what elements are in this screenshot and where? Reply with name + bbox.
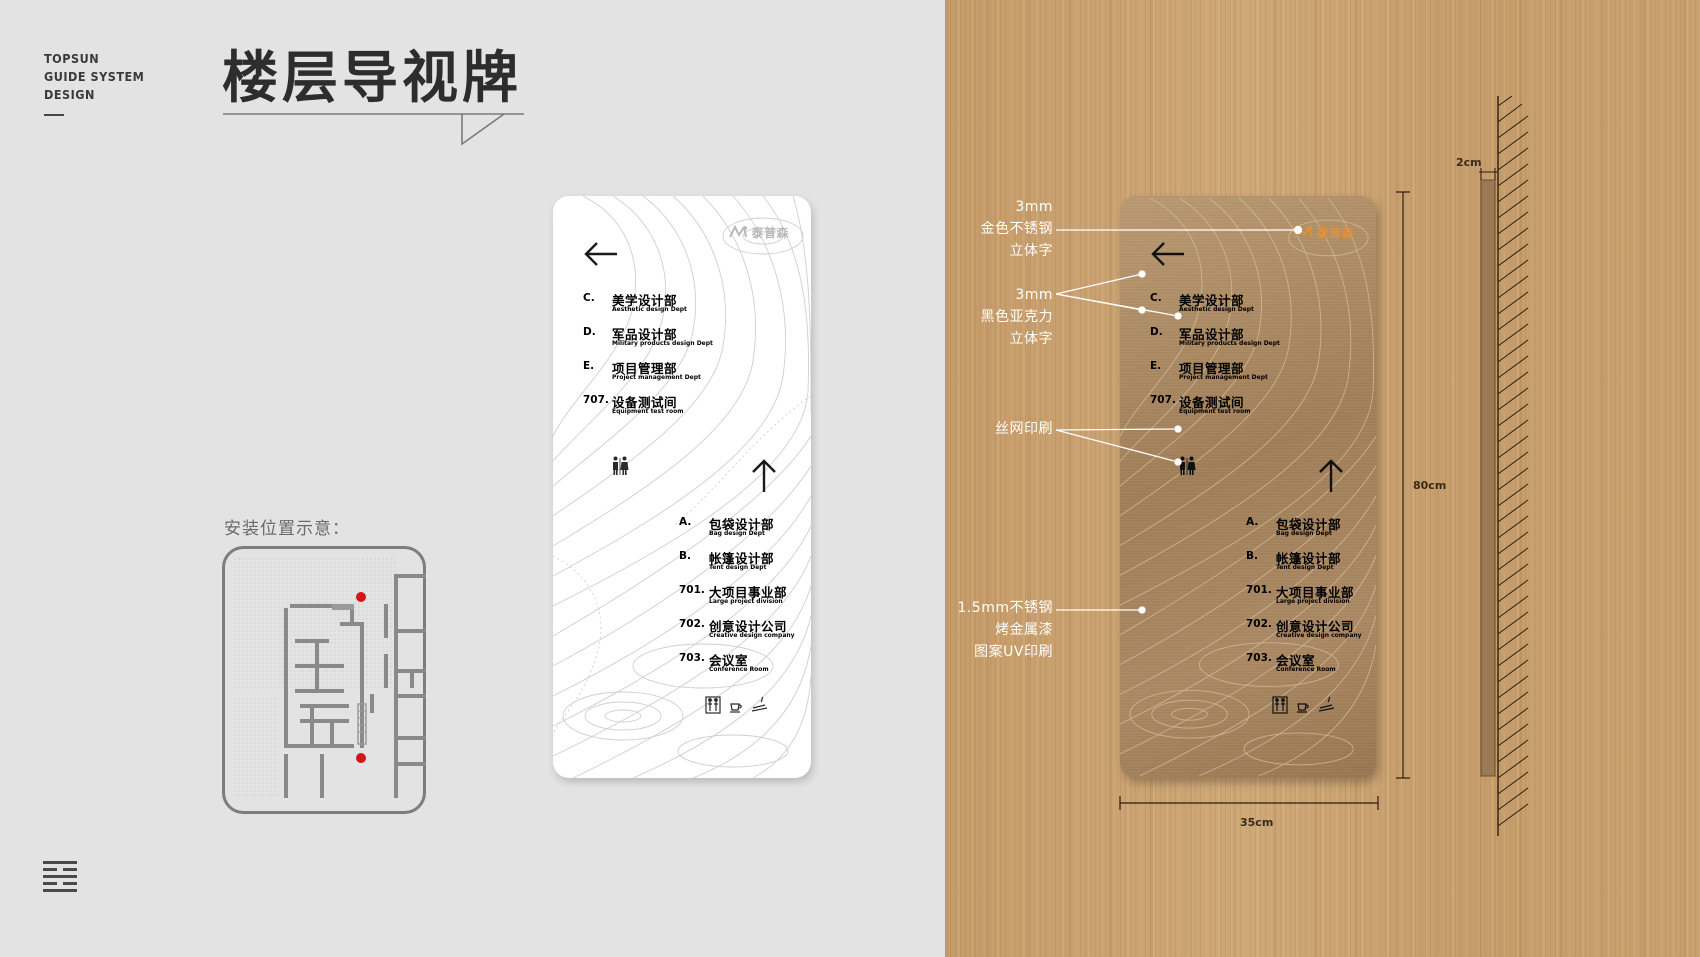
dim-height-line [1396, 191, 1410, 779]
brand-logo-text: 泰普森 [751, 225, 789, 240]
brand-line-1: TOPSUN [44, 51, 100, 66]
arrow-left-icon [584, 242, 617, 266]
brand-line-2: GUIDE SYSTEM [44, 69, 145, 84]
brand-dash [44, 114, 64, 116]
sign-white-logo: 泰普森 [728, 224, 789, 240]
facility-icons-gold [1272, 696, 1335, 714]
floor-plan [222, 546, 426, 814]
install-location-label: 安装位置示意： [224, 519, 350, 539]
dim-width-line [1119, 796, 1379, 810]
callout-stainless-base: 1.5mm不锈钢 烤金属漆 图案UV印刷 [957, 600, 1053, 660]
location-dot-1 [356, 592, 366, 602]
location-dot-2 [356, 753, 366, 763]
wall-section-diagram [1479, 96, 1529, 836]
topographic-pattern-gold [1120, 197, 1376, 777]
arrow-up-icon-gold [1319, 459, 1343, 492]
callout-black-acrylic-letters: 3mm 黑色亚克力 立体字 [980, 287, 1053, 347]
title-callout-line [223, 113, 524, 146]
arrow-left-icon-gold [1151, 242, 1184, 266]
brand-logo-icon [729, 225, 748, 238]
callout-dot-gold-letters [1293, 225, 1303, 235]
dim-width: 35cm [1240, 816, 1274, 829]
restroom-icon-gold [1180, 456, 1196, 475]
callout-gold-steel-letters: 3mm 金色不锈钢 立体字 [980, 199, 1053, 259]
brand-line-3: DESIGN [44, 87, 95, 102]
dim-height: 80cm [1413, 479, 1447, 492]
facility-icons [705, 696, 768, 714]
dim-thickness: 2cm [1456, 156, 1482, 169]
topographic-pattern [553, 196, 811, 778]
trigram-icon [43, 861, 77, 892]
brand-block: TOPSUN GUIDE SYSTEM DESIGN [44, 50, 144, 104]
callout-screen-printing: 丝网印刷 [995, 421, 1053, 437]
brand-logo-text-gold: 泰普森 [1316, 225, 1354, 240]
arrow-up-icon [752, 459, 776, 492]
callout-leader-lines [1055, 225, 1303, 614]
page-title: 楼层导视牌 [222, 46, 522, 111]
restroom-icon [613, 456, 629, 475]
